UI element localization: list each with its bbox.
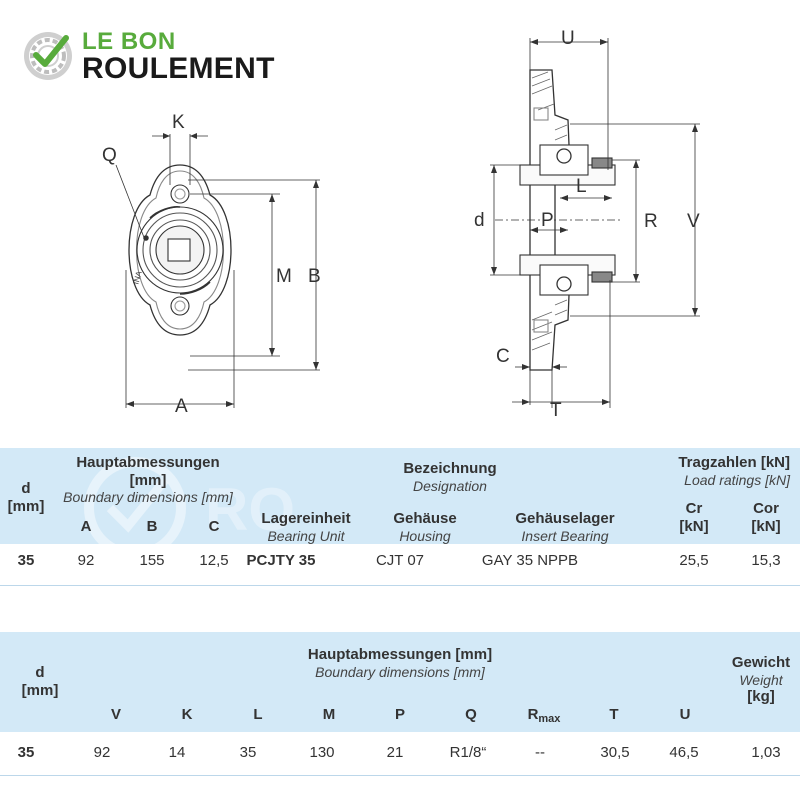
cell-d: 35 [17,744,35,761]
cell-weight: 1,03 [751,744,781,761]
label-a: A [175,396,188,417]
cell-rmax: -- [535,744,545,761]
col-t-header: T [609,706,619,723]
col-b-header: B [146,518,158,535]
col-weight-header: Gewicht Weight [kg] [731,654,791,706]
cell-bearing-unit: PCJTY 35 [246,552,316,569]
col-m-header: M [322,706,336,723]
col-d-header: d [mm] [7,480,45,515]
label-m: M [276,266,292,287]
col-bearing-unit-header: Lagereinheit Bearing Unit [261,510,351,544]
cell-u: 46,5 [669,744,699,761]
cell-cr: 25,5 [679,552,709,569]
label-l: L [576,176,587,197]
cell-k: 14 [168,744,186,761]
col-v-header: V [110,706,121,723]
cell-housing: CJT 07 [375,552,425,569]
brand-logo: LE BON ROULEMENT [22,26,302,88]
label-c: C [496,346,510,367]
col-cor-header: Cor [kN] [751,500,781,535]
table2-header: d [mm] Hauptabmessungen [mm] Boundary di… [0,632,800,732]
label-r: R [644,211,658,232]
bearing-unit-table: RO d [mm] Hauptabmessungen [mm] Boundary… [0,448,800,586]
col-p-header: P [394,706,405,723]
table1-header: RO d [mm] Hauptabmessungen [mm] Boundary… [0,448,800,558]
label-t: T [550,400,562,420]
col-a-header: A [80,518,92,535]
main-dims-header: Hauptabmessungen [mm] Boundary dimension… [307,646,493,680]
cell-a: 92 [77,552,95,569]
label-v: V [687,211,700,232]
cell-d: 35 [17,552,35,569]
col-c-header: C [208,518,220,535]
main-dims-header: Hauptabmessungen [mm] Boundary dimension… [63,454,233,506]
label-b: B [308,266,321,287]
label-d: d [474,210,485,231]
col-u-header: U [679,706,691,723]
front-view: INA [115,133,320,408]
cell-c: 12,5 [199,552,229,569]
table-row: 35 92 155 12,5 PCJTY 35 CJT 07 GAY 35 NP… [0,544,800,586]
col-cr-header: Cr [kN] [679,500,709,535]
cell-q: R1/8“ [449,744,487,761]
col-insert-bearing-header: Gehäuselager Insert Bearing [515,510,615,544]
bearing-check-icon [24,32,72,80]
label-k: K [172,112,185,133]
svg-text:INA: INA [132,269,144,285]
cell-insert-bearing: GAY 35 NPPB [481,552,579,569]
col-k-header: K [181,706,193,723]
cell-b: 155 [139,552,165,569]
col-q-header: Q [465,706,477,723]
logo-text-roulement: ROULEMENT [82,52,275,85]
cell-m: 130 [309,744,335,761]
technical-drawing: INA K Q M B A [102,28,700,420]
label-q: Q [102,145,117,166]
cell-p: 21 [386,744,404,761]
col-housing-header: Gehäuse Housing [393,510,457,544]
col-d-header: d [mm] [21,664,59,699]
dimensions-table: d [mm] Hauptabmessungen [mm] Boundary di… [0,632,800,776]
logo-text-le-bon: LE BON [82,28,176,55]
cell-l: 35 [239,744,257,761]
table-row: 35 92 14 35 130 21 R1/8“ -- 30,5 46,5 1,… [0,732,800,776]
side-view [490,38,700,408]
label-u: U [561,28,575,49]
designation-header: Bezeichnung Designation [403,460,497,494]
cell-cor: 15,3 [751,552,781,569]
cell-t: 30,5 [600,744,630,761]
cell-v: 92 [93,744,111,761]
col-l-header: L [253,706,263,723]
label-p: P [541,210,554,231]
load-ratings-header: Tragzahlen [kN] Load ratings [kN] [678,454,790,488]
col-rmax-header: Rmax [527,706,561,725]
